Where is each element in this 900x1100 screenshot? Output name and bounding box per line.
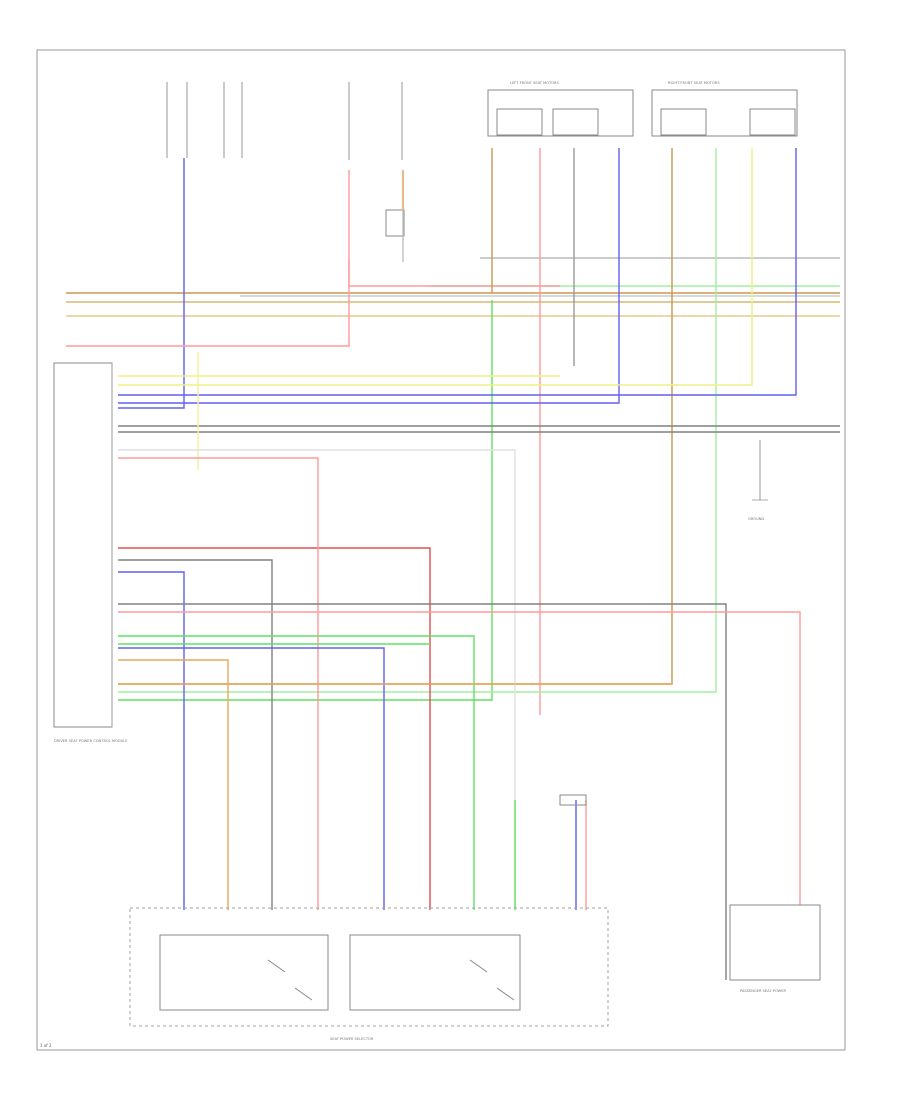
harness-bus <box>66 257 840 317</box>
relay-box <box>385 209 405 237</box>
passenger-module: PASSENGER SEAT POWER <box>729 904 821 993</box>
left-seat-module-label: LEFT FRONT SEAT MOTORS <box>510 81 560 85</box>
control-module-label: DRIVER SEAT POWER CONTROL MODULE <box>54 739 128 743</box>
page-number: 1 of 2 <box>40 1043 52 1048</box>
switch-wires <box>118 449 801 980</box>
footer-label: SEAT POWER SELECTOR <box>330 1037 374 1041</box>
passenger-module-label: PASSENGER SEAT POWER <box>740 989 786 993</box>
right-ground-block: GROUND <box>748 440 768 521</box>
right-seat-module-label: RIGHT FRONT SEAT MOTORS <box>668 81 720 85</box>
right-seat-module: RIGHT FRONT SEAT MOTORS <box>651 81 798 137</box>
ground-label: GROUND <box>748 517 764 521</box>
left-seat-module: LEFT FRONT SEAT MOTORS <box>487 81 634 137</box>
control-module: DRIVER SEAT POWER CONTROL MODULE <box>53 362 128 743</box>
seat-power-selector: SEAT POWER SELECTOR <box>129 794 609 1041</box>
motor-wires <box>66 148 840 715</box>
diagram-frame <box>36 49 846 1051</box>
fuse-feeds <box>166 82 403 160</box>
